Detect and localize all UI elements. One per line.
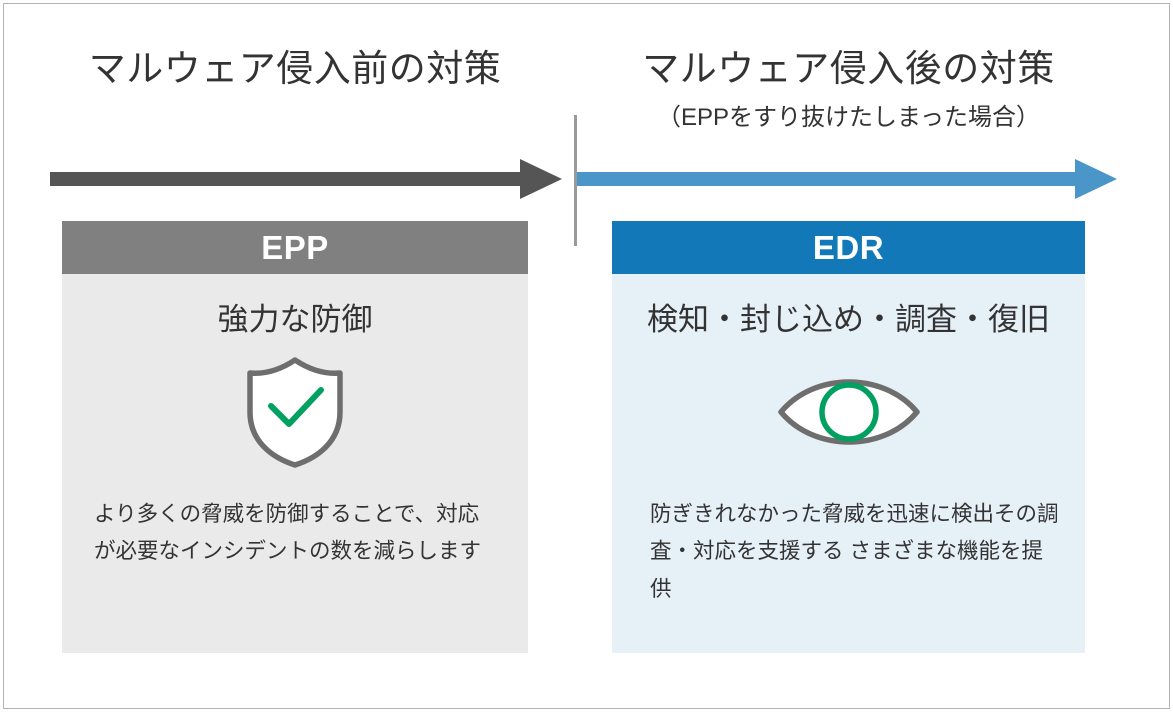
edr-subhead: 検知・封じ込め・調査・復旧	[647, 302, 1050, 337]
edr-icon-wrap	[612, 358, 1085, 470]
eye-icon	[776, 362, 922, 467]
epp-panel-header: EPP	[62, 221, 528, 274]
pre-infection-arrow	[50, 159, 562, 199]
epp-panel: EPP 強力な防御 より多くの脅威を防御することで、対応が必要なインシデントの数…	[62, 221, 528, 653]
edr-panel-header: EDR	[612, 221, 1085, 274]
left-column-title: マルウェア侵入前の対策	[88, 48, 502, 89]
column-divider	[574, 115, 577, 246]
epp-subhead: 強力な防御	[217, 302, 373, 337]
right-column-subtitle: （EPPをすり抜けたしまった場合）	[656, 104, 1041, 131]
post-infection-arrow	[577, 159, 1117, 199]
edr-panel: EDR 検知・封じ込め・調査・復旧 防ぎきれなかった脅威を迅速に検出その調査・対…	[612, 221, 1085, 653]
epp-icon-wrap	[62, 356, 528, 470]
edr-description: 防ぎきれなかった脅威を迅速に検出その調査・対応を支援する さまざまな機能を提供	[650, 502, 1059, 601]
shield-check-icon	[243, 354, 347, 475]
epp-description: より多くの脅威を防御することで、対応が必要なインシデントの数を減らします	[94, 502, 482, 564]
right-column-title: マルウェア侵入後の対策	[642, 48, 1055, 89]
